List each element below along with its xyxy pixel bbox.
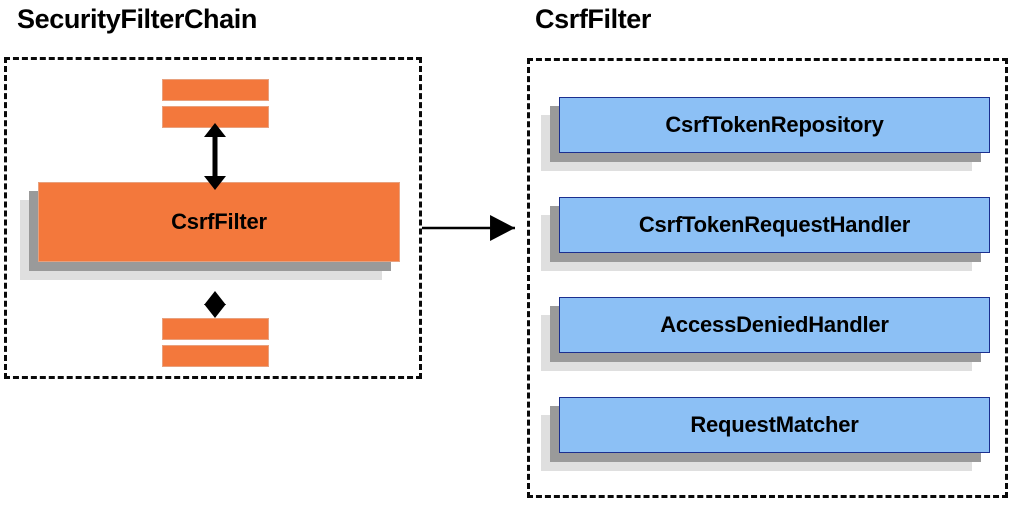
collaborator-box-accessdeniedhandler[interactable]: AccessDeniedHandler: [541, 297, 990, 371]
csrffilter-box[interactable]: CsrfFilter: [20, 182, 400, 280]
page-title-securityfilterchain: SecurityFilterChain: [17, 4, 257, 34]
collaborator-face: RequestMatcher: [559, 397, 990, 453]
collaborator-label: AccessDeniedHandler: [660, 312, 889, 337]
collaborator-face: CsrfTokenRepository: [559, 97, 990, 153]
collaborator-label: RequestMatcher: [690, 412, 859, 437]
filter-bar-below-1: [162, 318, 269, 340]
collaborator-face: AccessDeniedHandler: [559, 297, 990, 353]
filter-bar-below-2: [162, 345, 269, 367]
collaborator-label: CsrfTokenRequestHandler: [638, 212, 911, 237]
collaborator-face: CsrfTokenRequestHandler: [559, 197, 990, 253]
collaborator-box-csrftokenrequesthandler[interactable]: CsrfTokenRequestHandler: [541, 197, 990, 271]
panel-csrffilter-collaborators: [527, 58, 1008, 498]
panel-securityfilterchain: [4, 57, 422, 379]
filter-bar-above-1: [162, 79, 269, 101]
csrffilter-face: CsrfFilter: [38, 182, 400, 262]
collaborator-label: CsrfTokenRepository: [665, 112, 884, 137]
filter-bar-above-2: [162, 106, 269, 128]
page-title-csrffilter: CsrfFilter: [535, 4, 652, 34]
collaborator-box-csrftokenrepository[interactable]: CsrfTokenRepository: [541, 97, 990, 171]
csrffilter-label: CsrfFilter: [171, 209, 267, 234]
collaborator-box-requestmatcher[interactable]: RequestMatcher: [541, 397, 990, 471]
